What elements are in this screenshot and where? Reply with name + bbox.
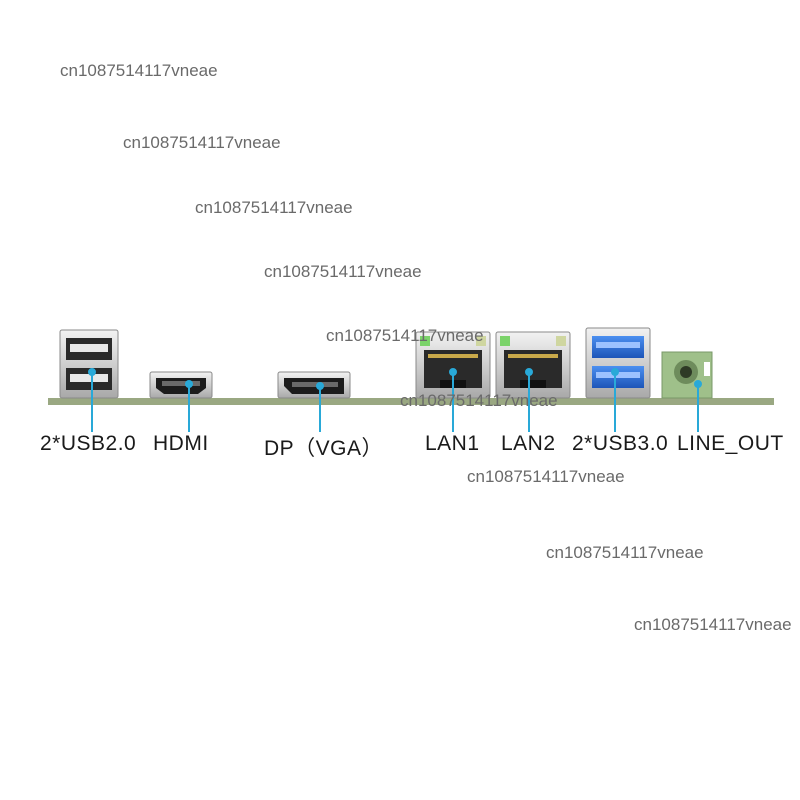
usb3-port-icon [585, 327, 651, 399]
label-lineout: LINE_OUT [677, 432, 784, 455]
label-usb3: 2*USB3.0 [572, 432, 669, 455]
label-lan2: LAN2 [501, 432, 556, 455]
watermark-text: cn1087514117vneae [546, 543, 704, 562]
board-strip [48, 398, 774, 405]
label-lan1: LAN1 [425, 432, 480, 455]
displayport-icon [277, 371, 351, 399]
watermark-text: cn1087514117vneae [123, 133, 281, 152]
label-hdmi: HDMI [153, 432, 209, 455]
watermark-text: cn1087514117vneae [467, 467, 625, 486]
audio-jack-icon [661, 351, 713, 399]
watermark-text: cn1087514117vneae [326, 326, 484, 345]
label-usb2: 2*USB2.0 [40, 432, 137, 455]
leader-lines [88, 368, 702, 432]
usb2-port-icon [59, 329, 119, 399]
watermark-text: cn1087514117vneae [264, 262, 422, 281]
watermark-text: cn1087514117vneae [195, 198, 353, 217]
watermark-text: cn1087514117vneae [634, 615, 792, 634]
lan2-port-icon [495, 331, 571, 399]
label-dp: DP（VGA） [264, 437, 384, 460]
hdmi-port-icon [149, 371, 213, 399]
watermark-text: cn1087514117vneae [400, 391, 558, 410]
watermark-text: cn1087514117vneae [60, 61, 218, 80]
